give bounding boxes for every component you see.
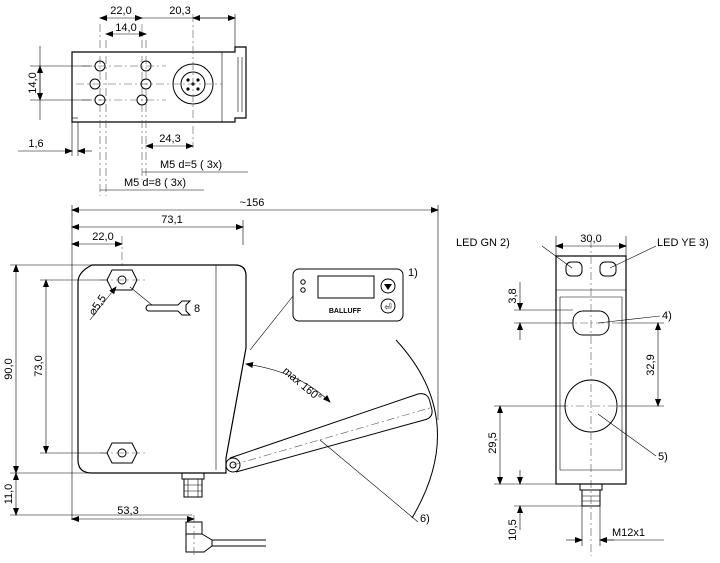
swing-arc — [395, 339, 438, 519]
brand-label: BALLUFF — [329, 308, 362, 315]
dim-1-6: 1,6 — [28, 138, 43, 150]
dim-22-side: 22,0 — [92, 231, 113, 243]
led-green-window — [565, 261, 583, 277]
dim-20-3: 20,3 — [169, 5, 190, 17]
dim-156: ~156 — [240, 197, 265, 209]
dim-14-vertical: 14,0 — [27, 72, 39, 93]
callout-5: 5) — [658, 451, 668, 463]
wrench-size-label: 8 — [194, 303, 200, 315]
led-yellow-window — [599, 261, 617, 277]
side-view: ~156 73,1 22,0 — [3, 197, 439, 556]
dim-11: 11,0 — [3, 484, 15, 505]
angle-label: max 160° — [280, 365, 323, 404]
led-ye-label: LED YE 3) — [657, 237, 709, 249]
bottom-connector — [181, 472, 205, 498]
thread-note-d8: M5 d=8 ( 3x) — [124, 177, 186, 189]
top-view: 22,0 20,3 14,0 14,0 1,6 24,3 M5 d=5 ( 3x… — [18, 5, 248, 196]
top-view-housing — [71, 46, 247, 123]
thread-note-d5: M5 d=5 ( 3x) — [160, 159, 222, 171]
dim-14-horizontal: 14,0 — [115, 22, 136, 34]
callout-6: 6) — [420, 513, 430, 525]
dim-32-9: 32,9 — [645, 354, 657, 375]
dim-73-1: 73,1 — [161, 214, 182, 226]
dim-90: 90,0 — [3, 358, 15, 379]
dim-10-5: 10,5 — [507, 519, 519, 540]
angled-cable-connector — [185, 515, 266, 556]
display-panel: ⏎ BALLUFF — [292, 268, 404, 322]
front-view: 30,0 LED GN 2) LED YE 3) 3,8 32,9 29,5 1… — [456, 233, 709, 556]
dim-24-3: 24,3 — [159, 133, 180, 145]
dim-53-3: 53,3 — [117, 505, 138, 517]
dim-30: 30,0 — [580, 233, 601, 245]
dim-73: 73,0 — [33, 355, 45, 376]
hinged-flap — [225, 393, 434, 473]
led-gn-label: LED GN 2) — [456, 237, 510, 249]
sensor-housing-side — [77, 264, 247, 474]
dim-29-5: 29,5 — [487, 432, 499, 453]
wrench-icon — [145, 300, 192, 316]
dim-22-top: 22,0 — [110, 5, 131, 17]
dim-3-8: 3,8 — [507, 288, 519, 303]
callout-4: 4) — [662, 310, 672, 322]
enter-symbol: ⏎ — [384, 302, 392, 312]
callout-1: 1) — [408, 267, 418, 279]
thread-m12: M12x1 — [612, 527, 645, 539]
